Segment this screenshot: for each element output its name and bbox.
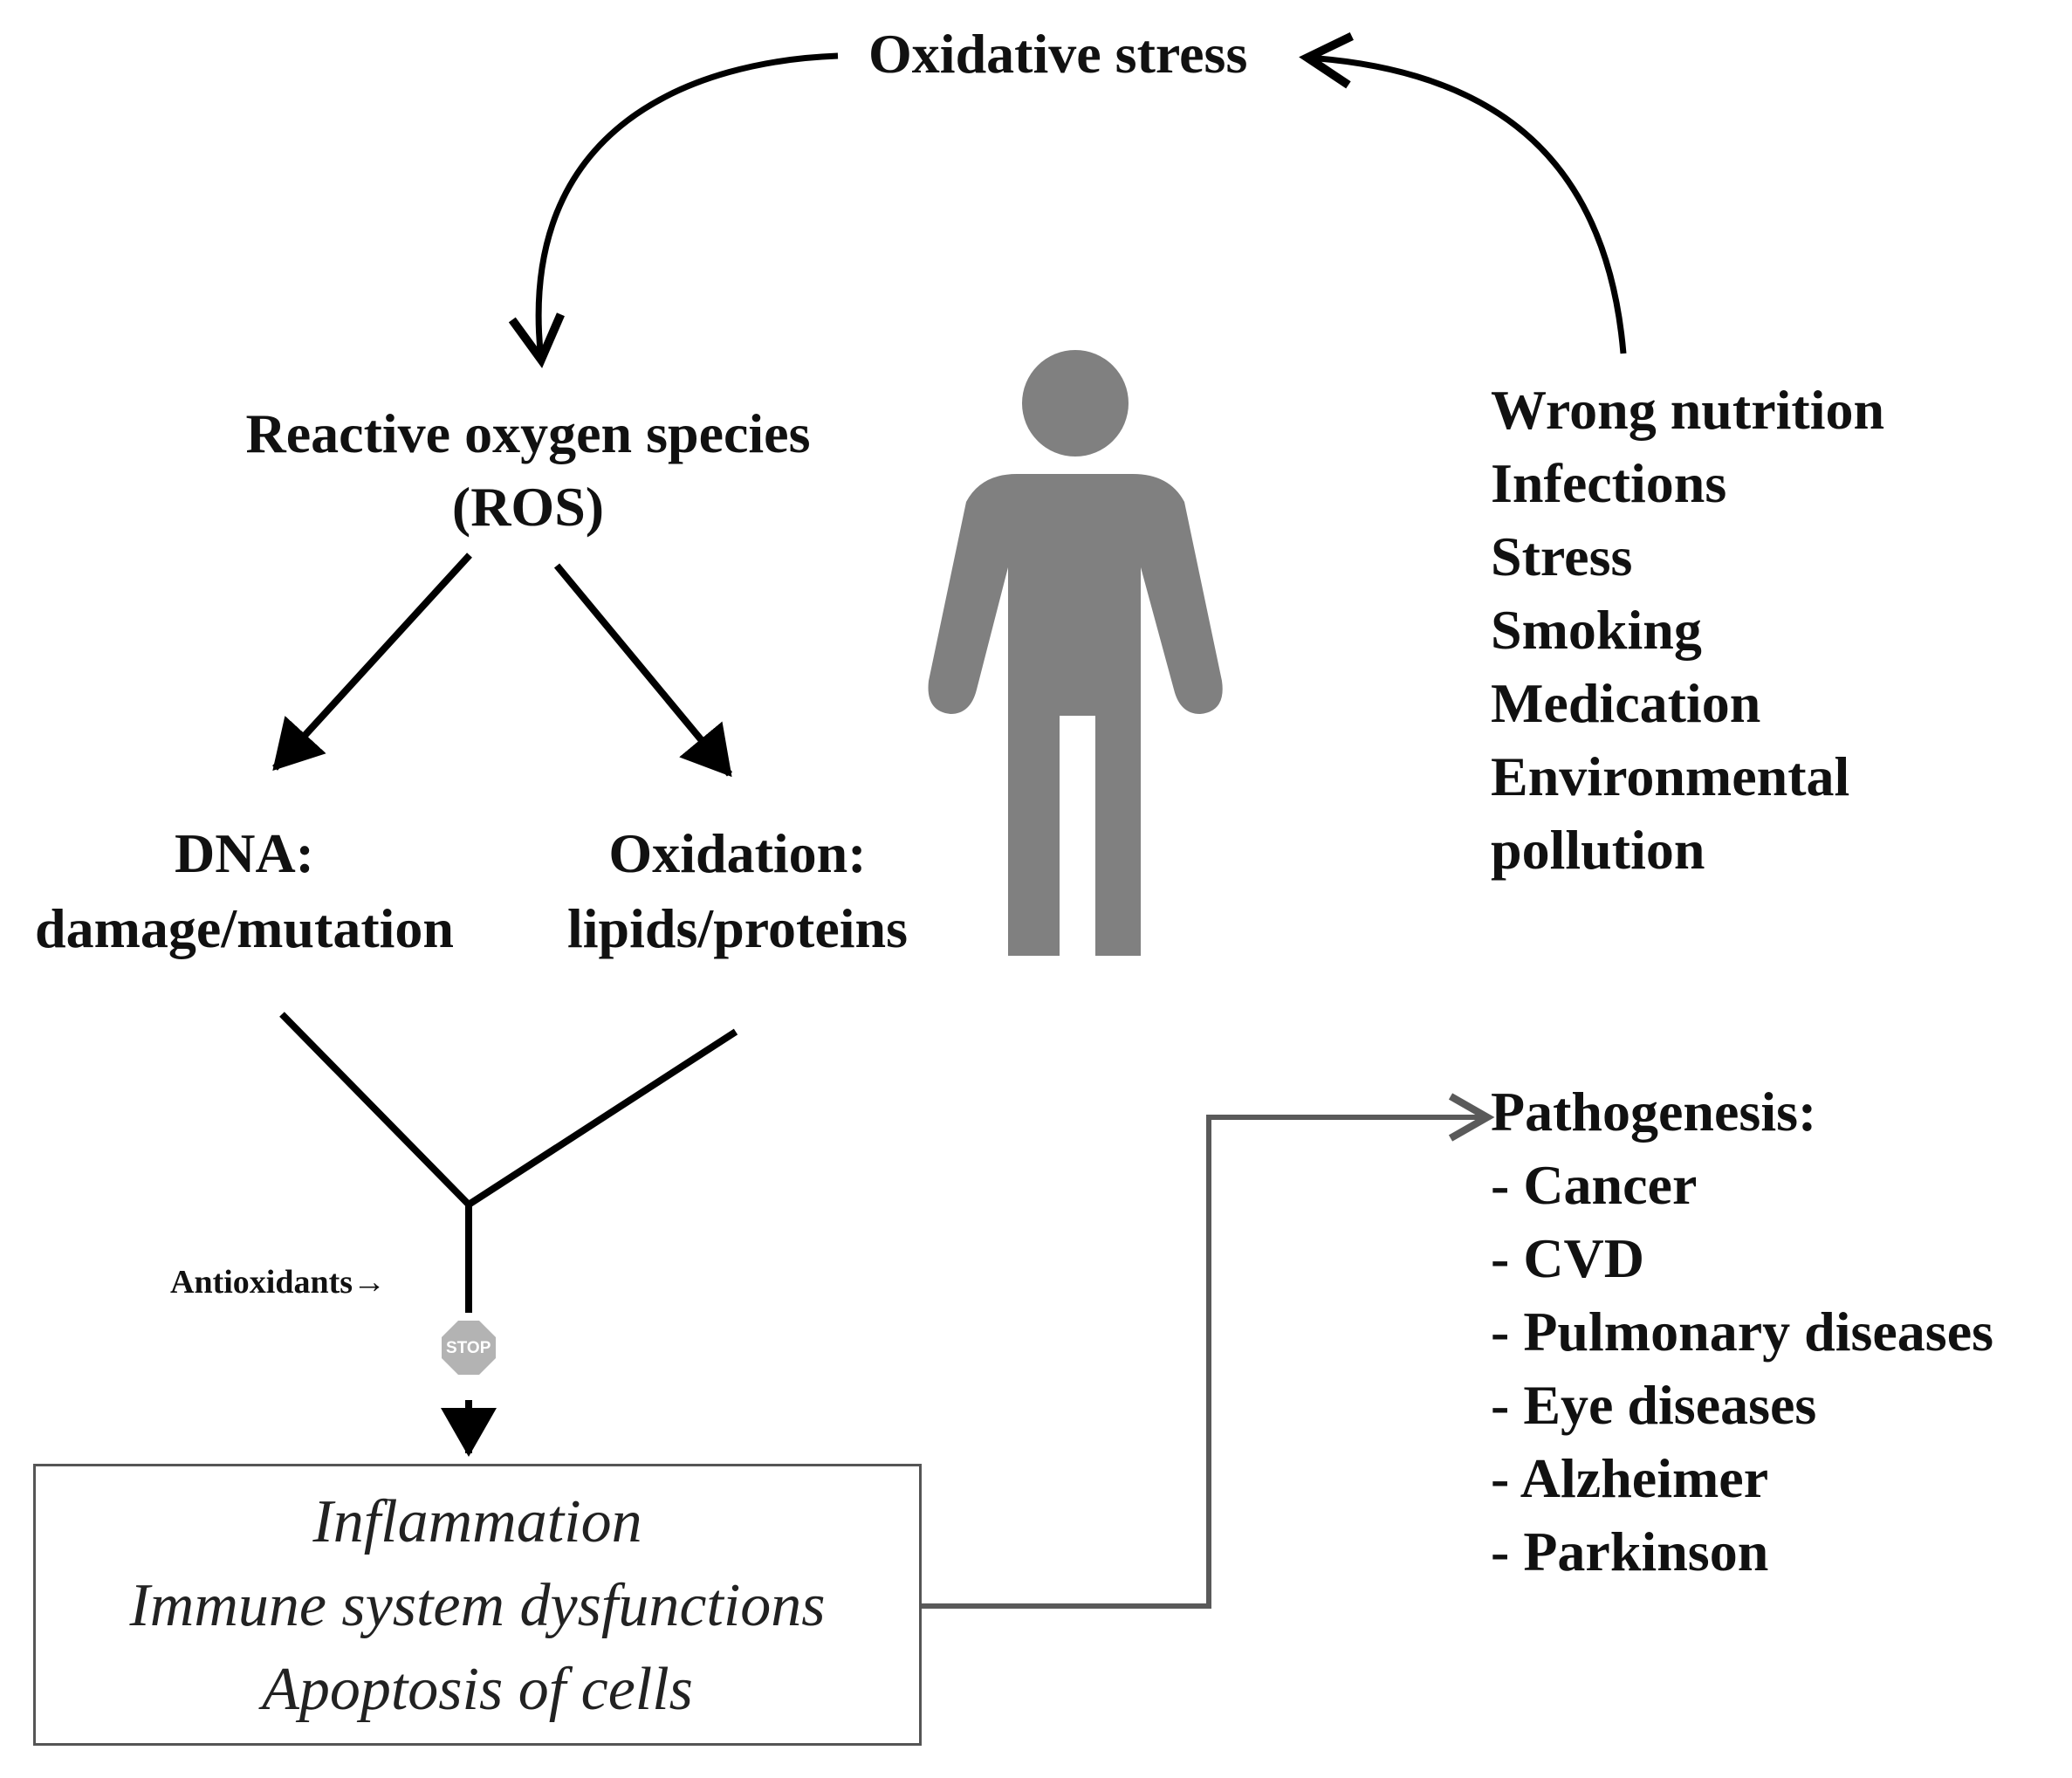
dna-label: DNA: damage/mutation	[17, 816, 471, 966]
oxidation-label: Oxidation: lipids/proteins	[541, 816, 934, 966]
oxidative-stress-label: Oxidative stress	[868, 23, 1248, 85]
cause-item: Environmental	[1491, 745, 1850, 807]
ros-line-1: Reactive oxygen species	[245, 402, 811, 464]
person-icon	[928, 350, 1223, 956]
pathogenesis-item: - Pulmonary diseases	[1491, 1301, 1993, 1363]
outcomes-box: Inflammation Immune system dysfunctions …	[33, 1464, 922, 1746]
pathogenesis-item: - Cancer	[1491, 1154, 1698, 1216]
arrow-ros-to-dna	[272, 553, 472, 771]
stop-sign-icon	[442, 1321, 496, 1375]
arrow-ros-to-oxidation	[553, 563, 733, 778]
antioxidants-label: Antioxidants→	[170, 1264, 387, 1301]
pathogenesis-item: - CVD	[1491, 1227, 1644, 1289]
stop-sign-text: STOP	[446, 1339, 491, 1357]
outcome-item: Immune system dysfunctions	[129, 1572, 826, 1639]
cause-item: Wrong nutrition	[1491, 379, 1885, 441]
ros-label: Reactive oxygen species (ROS)	[201, 397, 855, 544]
ros-line-2: (ROS)	[451, 476, 605, 538]
cause-item: pollution	[1491, 819, 1705, 881]
outcome-item: Apoptosis of cells	[262, 1656, 693, 1723]
arrow-causes-to-stress	[1299, 32, 1627, 354]
y-junction-left	[279, 1012, 471, 1207]
oxidation-line-2: lipids/proteins	[566, 897, 909, 959]
pathogenesis-list: Pathogenesis: - Cancer - CVD - Pulmonary…	[1491, 1075, 1993, 1589]
cause-item: Stress	[1491, 525, 1633, 587]
pathogenesis-title: Pathogenesis:	[1491, 1081, 1817, 1143]
pathogenesis-item: - Parkinson	[1491, 1521, 1769, 1582]
oxidation-line-1: Oxidation:	[608, 822, 867, 884]
cause-item: Medication	[1491, 672, 1761, 734]
pathogenesis-item: - Alzheimer	[1491, 1447, 1769, 1509]
causes-list: Wrong nutrition Infections Stress Smokin…	[1491, 374, 1884, 887]
cause-item: Smoking	[1491, 599, 1702, 661]
arrow-stress-to-ros	[508, 52, 839, 368]
dna-line-2: damage/mutation	[35, 897, 454, 959]
y-junction-right	[466, 1028, 738, 1208]
outcome-item: Inflammation	[312, 1488, 642, 1555]
pathogenesis-item: - Eye diseases	[1491, 1374, 1817, 1436]
dna-line-1: DNA:	[175, 822, 314, 884]
arrow-outcomes-to-pathogenesis	[922, 1093, 1495, 1609]
cause-item: Infections	[1491, 452, 1727, 514]
